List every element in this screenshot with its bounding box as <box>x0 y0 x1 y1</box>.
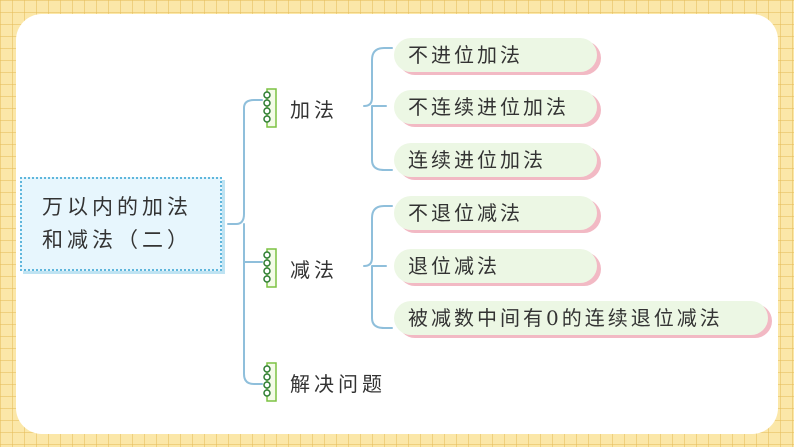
branch-problem-solving: 解决问题 <box>262 362 386 402</box>
notebook-spiral-icon <box>263 248 277 288</box>
root-brace <box>227 99 263 385</box>
leaf-subtraction-2: 退位减法 <box>394 249 597 283</box>
subtraction-brace <box>363 205 393 329</box>
notebook-spiral-icon <box>263 88 277 128</box>
branch-addition: 加法 <box>262 88 338 128</box>
root-node: 万以内的加法 和减法（二） <box>20 177 222 271</box>
leaf-subtraction-3: 被减数中间有0的连续退位减法 <box>394 301 768 335</box>
leaf-addition-2: 不连续进位加法 <box>394 90 597 124</box>
leaf-subtraction-1: 不退位减法 <box>394 196 597 230</box>
addition-brace <box>363 47 393 171</box>
root-title-line1: 万以内的加法 <box>42 195 192 219</box>
branch-subtraction: 减法 <box>262 248 338 288</box>
leaf-addition-3: 连续进位加法 <box>394 143 597 177</box>
branch-label-addition: 加法 <box>290 97 338 122</box>
leaf-addition-1: 不进位加法 <box>394 38 597 72</box>
notebook-spiral-icon <box>263 362 277 402</box>
root-title-line2: 和减法（二） <box>42 228 192 252</box>
branch-label-problem-solving: 解决问题 <box>290 371 386 396</box>
branch-label-subtraction: 减法 <box>290 257 338 282</box>
